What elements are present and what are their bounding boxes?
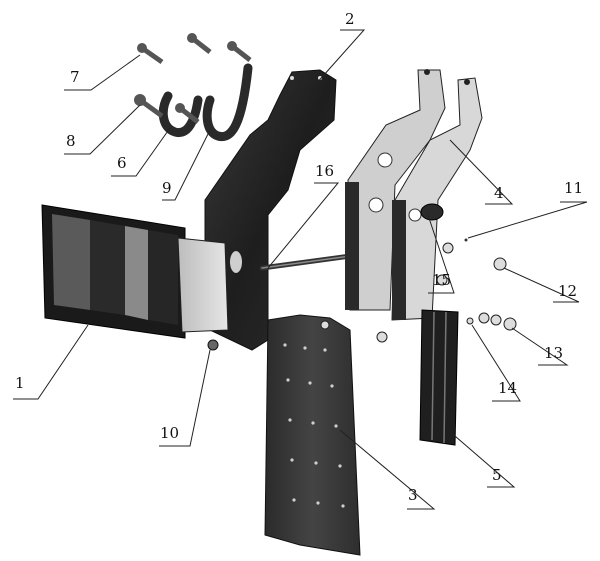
callout-5: 5 xyxy=(492,466,502,484)
u-clamps-parts-6-9 xyxy=(158,63,253,142)
leader-10 xyxy=(159,349,211,447)
callout-8: 8 xyxy=(66,132,76,150)
leader-11 xyxy=(467,201,588,239)
bolts-parts-7-8 xyxy=(134,33,252,124)
leader-7 xyxy=(64,54,141,91)
leader-1 xyxy=(13,324,89,400)
curved-brackets-part-4 xyxy=(345,69,483,321)
leader-16 xyxy=(267,182,340,269)
callout-1: 1 xyxy=(15,374,25,392)
callout-12: 12 xyxy=(558,282,577,300)
leader-8 xyxy=(64,104,141,155)
leader-4 xyxy=(449,139,514,205)
mounting-plate-part-2 xyxy=(204,69,337,351)
callout-2: 2 xyxy=(345,10,355,28)
callout-10: 10 xyxy=(160,424,179,442)
leader-3 xyxy=(339,429,436,510)
leader-lines xyxy=(13,29,588,510)
hardware-nuts-washers xyxy=(207,238,517,351)
callout-9: 9 xyxy=(162,179,172,197)
channel-bars-part-5 xyxy=(419,309,459,446)
leader-9 xyxy=(162,129,211,201)
tail-lamp-part-1 xyxy=(41,204,229,339)
leader-13 xyxy=(511,327,569,366)
callout-16: 16 xyxy=(315,162,334,180)
leader-5 xyxy=(447,429,516,488)
stud-part-15 xyxy=(420,203,444,221)
callout-7: 7 xyxy=(70,68,80,86)
callout-15: 15 xyxy=(432,271,451,289)
callout-11: 11 xyxy=(564,179,583,197)
callout-4: 4 xyxy=(494,184,504,202)
callout-14: 14 xyxy=(498,379,517,397)
leader-12 xyxy=(503,267,580,303)
leader-6 xyxy=(111,127,171,177)
leader-14 xyxy=(471,324,521,402)
callout-6: 6 xyxy=(117,154,127,172)
callout-3: 3 xyxy=(408,486,418,504)
leader-15 xyxy=(427,214,455,294)
callout-13: 13 xyxy=(544,344,563,362)
leader-2 xyxy=(314,29,366,86)
